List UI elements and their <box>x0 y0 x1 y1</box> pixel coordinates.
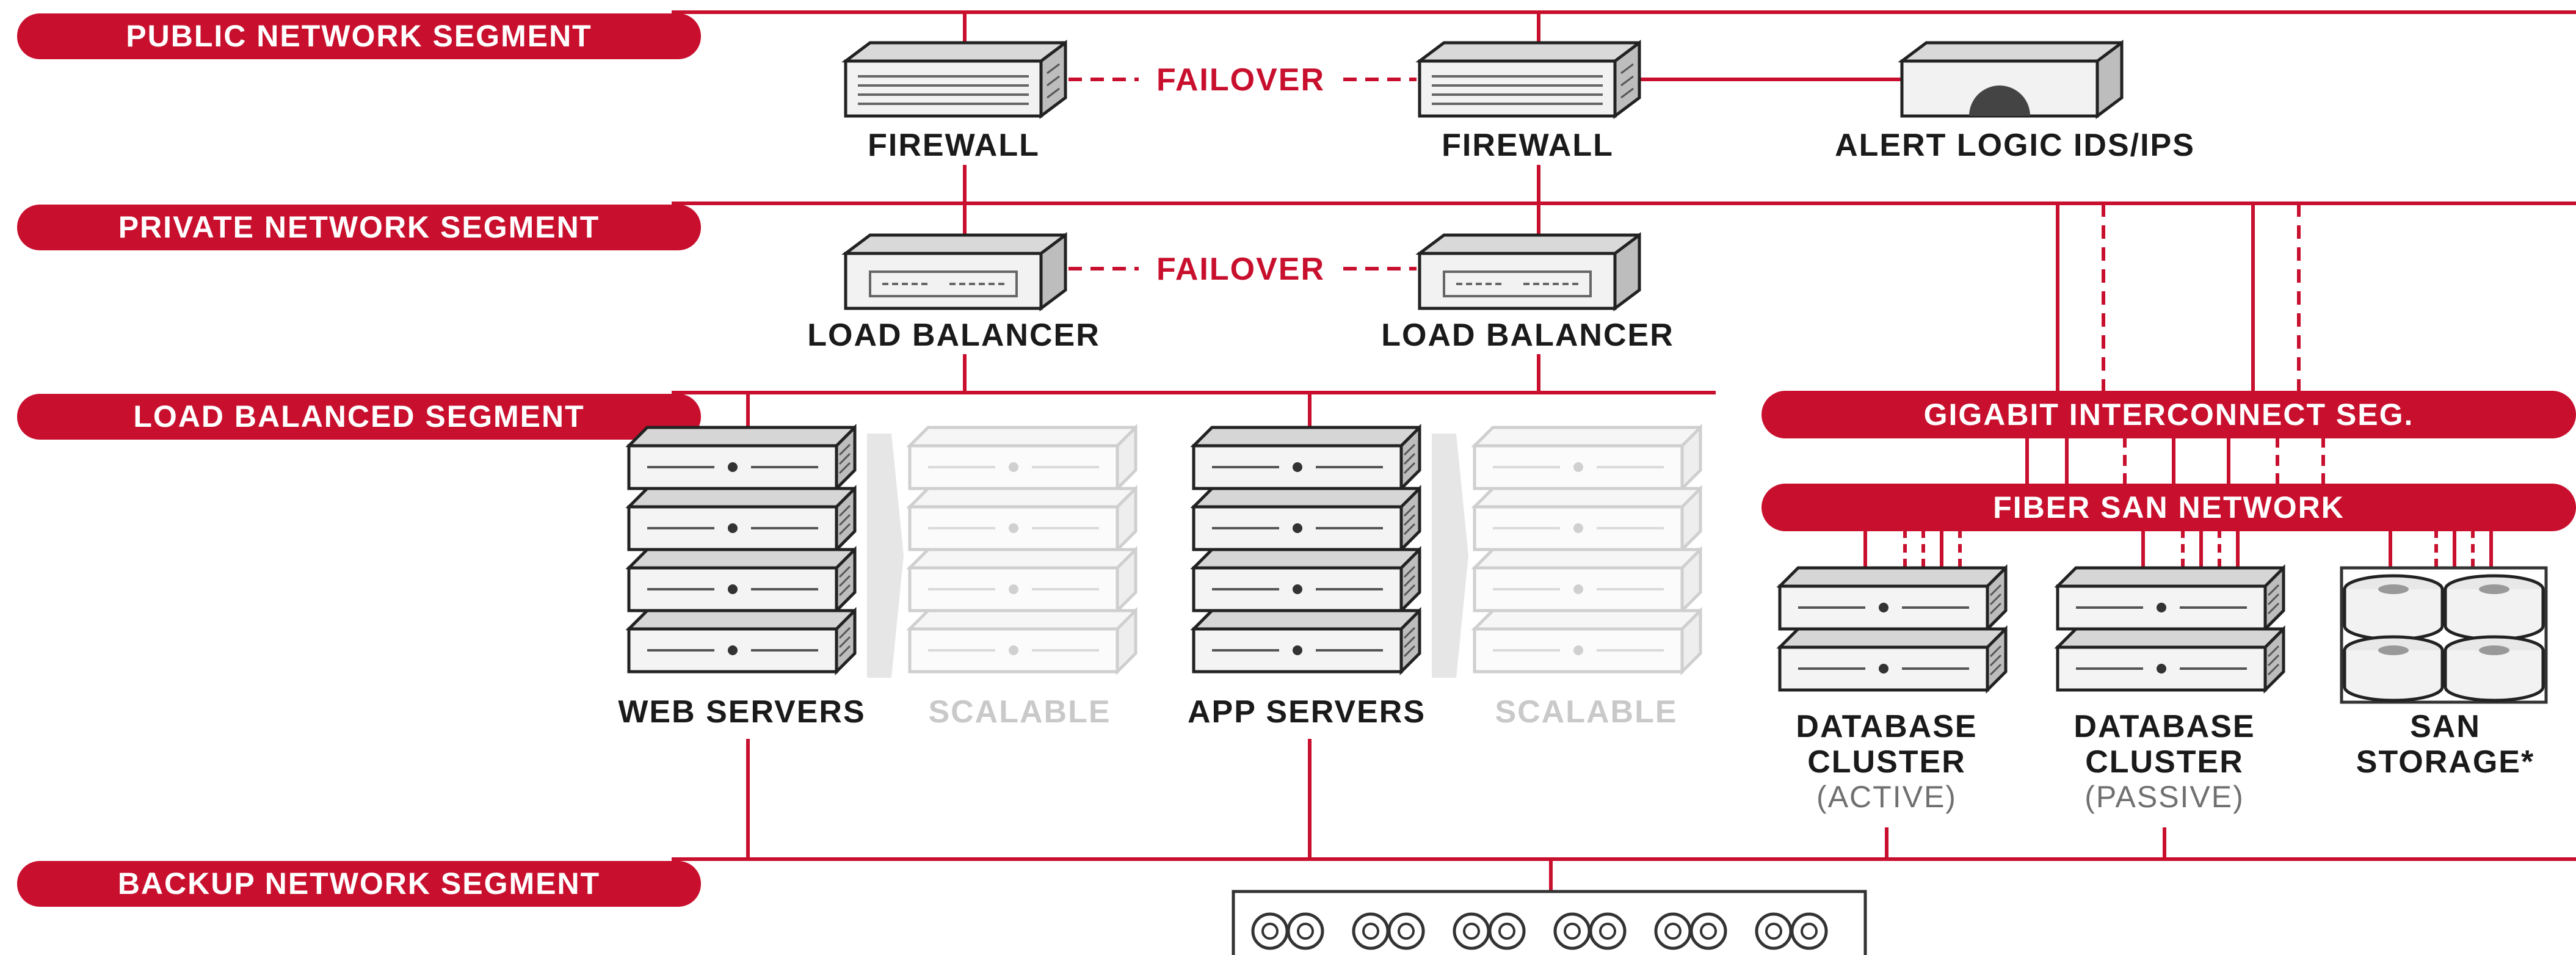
db-active-title: DATABASE <box>1796 709 1977 744</box>
app-servers-label: APP SERVERS <box>1188 694 1426 730</box>
segment-gigabit: GIGABIT INTERCONNECT SEG. <box>1761 391 2576 438</box>
firewall-2-label: FIREWALL <box>1442 128 1614 163</box>
failover-link-lb: FAILOVER <box>1068 252 1417 287</box>
segment-fiber-label: FIBER SAN NETWORK <box>1993 490 2345 525</box>
segment-backup: BACKUP NETWORK SEGMENT <box>17 861 701 907</box>
web-scalable-stack <box>910 427 1136 672</box>
failover-label-1: FAILOVER <box>1156 62 1325 98</box>
segment-public: PUBLIC NETWORK SEGMENT <box>17 13 701 59</box>
db-active-cluster: CLUSTER <box>1807 744 1966 780</box>
web-servers-label: WEB SERVERS <box>618 694 865 730</box>
segment-load-balanced-label: LOAD BALANCED SEGMENT <box>133 399 584 434</box>
load-balancer-2-icon <box>1420 235 1639 308</box>
ids-label: ALERT LOGIC IDS/IPS <box>1835 128 2195 163</box>
segment-fiber: FIBER SAN NETWORK <box>1761 484 2576 531</box>
segment-private: PRIVATE NETWORK SEGMENT <box>17 205 701 250</box>
san-storage-icon <box>2340 566 2548 704</box>
segment-public-label: PUBLIC NETWORK SEGMENT <box>126 19 592 53</box>
segment-rails <box>672 10 2576 861</box>
db-passive-title: DATABASE <box>2073 709 2255 744</box>
web-scalable-label: SCALABLE <box>928 694 1111 730</box>
segment-private-label: PRIVATE NETWORK SEGMENT <box>118 210 600 244</box>
firewall-2-icon <box>1420 43 1639 116</box>
firewall-1-label: FIREWALL <box>868 128 1040 163</box>
firewall-1-icon <box>846 43 1065 116</box>
segment-gigabit-label: GIGABIT INTERCONNECT SEG. <box>1924 398 2414 432</box>
storage-label: STORAGE* <box>2356 744 2534 780</box>
app-scalable-label: SCALABLE <box>1495 694 1677 730</box>
load-balancer-1-icon <box>846 235 1065 308</box>
db-active-status: (ACTIVE) <box>1816 780 1957 814</box>
scale-arrow-app-icon <box>1432 434 1468 678</box>
web-servers-stack <box>629 427 855 672</box>
failover-label-2: FAILOVER <box>1156 252 1325 287</box>
san-label: SAN <box>2410 709 2481 744</box>
connections <box>746 12 2493 891</box>
failover-link-firewall: FAILOVER <box>1068 62 1417 98</box>
tape-library-icon <box>1232 890 1867 955</box>
database-cluster-active-icon <box>1780 568 2006 690</box>
segment-load-balanced: LOAD BALANCED SEGMENT <box>17 394 701 440</box>
app-servers-stack <box>1194 427 1420 672</box>
load-balancer-2-label: LOAD BALANCER <box>1381 318 1674 353</box>
db-passive-status: (PASSIVE) <box>2084 780 2244 814</box>
ids-appliance-icon <box>1898 40 2124 119</box>
load-balancer-1-label: LOAD BALANCER <box>807 318 1100 353</box>
database-cluster-passive-icon <box>2058 568 2284 690</box>
db-passive-cluster: CLUSTER <box>2085 744 2244 780</box>
segment-backup-label: BACKUP NETWORK SEGMENT <box>118 866 600 901</box>
app-scalable-stack <box>1475 427 1700 672</box>
scale-arrow-web-icon <box>867 434 904 678</box>
